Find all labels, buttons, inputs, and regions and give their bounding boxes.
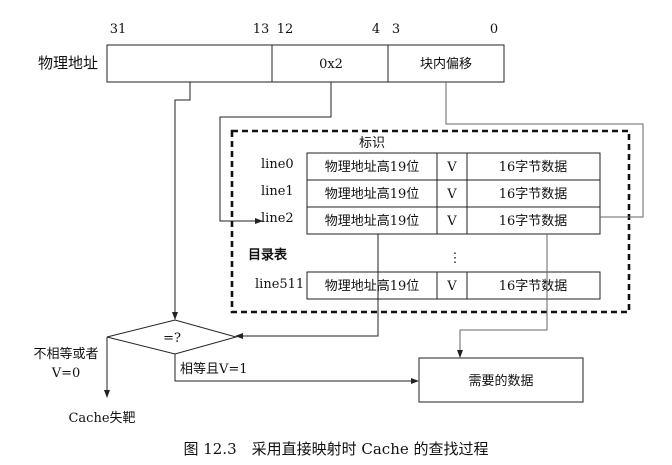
valid-cell: V [446,214,457,229]
line-name: line1 [261,184,294,199]
line-name: line0 [261,157,294,172]
data-cell: 16字节数据 [499,187,568,202]
bit-label-12: 12 [277,22,294,37]
miss-condition-line2: V=0 [51,366,81,381]
cache-line-row: line511 物理地址高19位 V 16字节数据 [255,271,601,300]
hit-arrow [174,354,419,384]
ellipsis: ⋮ [449,251,462,266]
tag-header: 标识 [359,136,385,151]
bit-label-31: 31 [110,22,127,37]
cache-line-row: line0 物理地址高19位 V 16字节数据 [261,152,601,181]
data-to-output-arrow [457,310,548,358]
bit-label-0: 0 [490,22,498,37]
bit-label-13: 13 [253,22,270,37]
tag-cell: 物理地址高19位 [325,213,420,229]
cache-line-row: line1 物理地址高19位 V 16字节数据 [261,179,601,208]
tag-cell: 物理地址高19位 [325,278,420,294]
cache-miss-label: Cache失靶 [68,411,135,426]
directory-label: 目录表 [248,247,288,263]
bit-label-4: 4 [372,22,380,37]
stored-tag-arrow [235,234,379,339]
bit-label-3: 3 [392,22,400,37]
output-label: 需要的数据 [468,373,533,389]
physical-address-register [106,44,505,83]
valid-cell: V [446,160,457,175]
physical-address-label: 物理地址 [38,54,98,72]
cache-line-row: line2 物理地址高19位 V 16字节数据 [261,206,601,235]
tag-cell: 物理地址高19位 [325,159,420,175]
miss-condition-line1: 不相等或者 [33,346,98,362]
data-cell: 16字节数据 [499,214,568,229]
offset-field: 块内偏移 [420,56,472,72]
index-to-line-arrow [219,82,332,224]
data-cell: 16字节数据 [499,160,568,175]
tag-cell: 物理地址高19位 [325,186,420,202]
valid-cell: V [446,279,457,294]
index-field: 0x2 [319,57,343,72]
hit-condition: 相等且V=1 [180,361,248,377]
line-name: line2 [261,211,294,226]
offset-route-line [445,82,644,218]
comparator-label: =? [163,331,181,346]
output-box [418,357,584,403]
valid-cell: V [446,187,457,202]
data-cell: 16字节数据 [499,279,568,294]
tag-bits-arrow [172,82,191,320]
figure-caption: 图 12.3 采用直接映射时 Cache 的查找过程 [183,440,488,458]
line-name: line511 [255,277,304,292]
comparator-diamond [106,319,238,355]
